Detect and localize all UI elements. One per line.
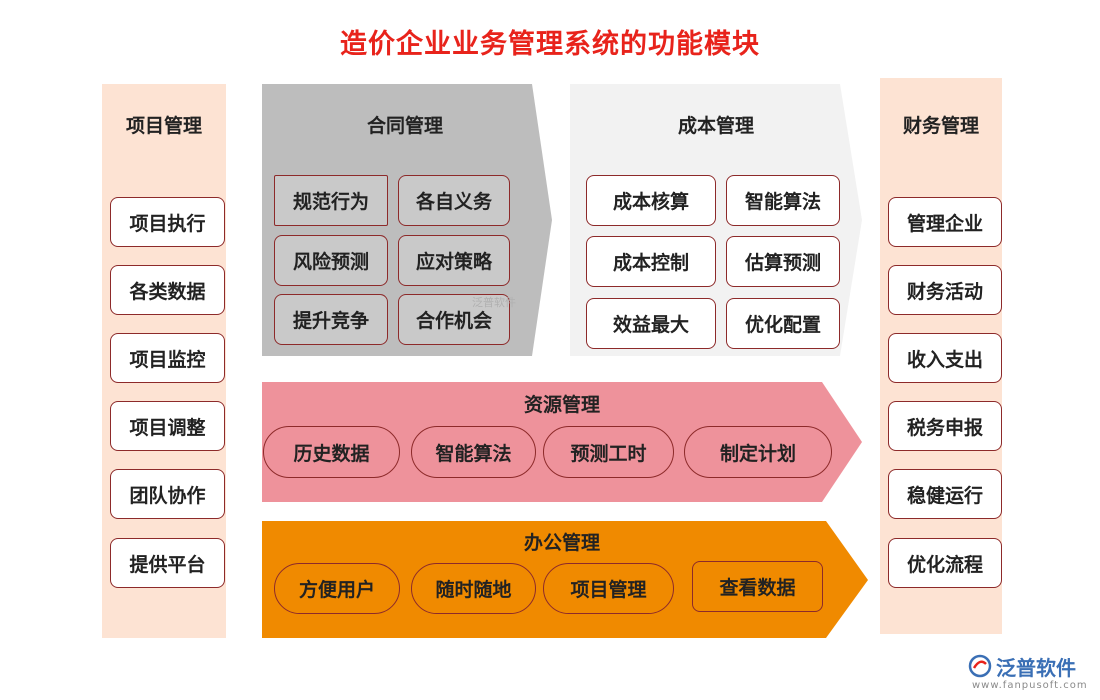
finance-management-header: 财务管理 xyxy=(902,115,979,137)
cost-item-4: 估算预测 xyxy=(726,236,840,287)
brand-logo-url: www.fanpusoft.com xyxy=(972,680,1088,691)
project-item-5: 团队协作 xyxy=(110,469,225,519)
brand-logo-name: 泛普软件 xyxy=(996,656,1076,680)
cost-item-3: 成本控制 xyxy=(586,236,716,287)
resource-management-header: 资源管理 xyxy=(523,394,600,416)
contract-management-header: 合同管理 xyxy=(366,115,443,137)
office-item-2: 随时随地 xyxy=(411,563,536,614)
contract-item-6: 合作机会 xyxy=(398,294,510,345)
project-item-4: 项目调整 xyxy=(110,401,225,451)
cost-arrow-shape xyxy=(570,84,862,356)
watermark: 泛普软件 xyxy=(472,296,516,309)
resource-item-2: 智能算法 xyxy=(411,426,536,478)
contract-item-1: 规范行为 xyxy=(274,175,388,226)
cost-item-5: 效益最大 xyxy=(586,298,716,349)
finance-item-2: 财务活动 xyxy=(888,265,1002,315)
finance-item-3: 收入支出 xyxy=(888,333,1002,383)
project-item-2: 各类数据 xyxy=(110,265,225,315)
office-item-3: 项目管理 xyxy=(543,563,674,614)
resource-item-3: 预测工时 xyxy=(543,426,674,478)
contract-item-3: 风险预测 xyxy=(274,235,388,286)
page-title: 造价企业业务管理系统的功能模块 xyxy=(340,29,760,60)
office-management-header: 办公管理 xyxy=(523,532,600,554)
resource-item-1: 历史数据 xyxy=(263,426,400,478)
contract-item-2: 各自义务 xyxy=(398,175,510,226)
cost-item-2: 智能算法 xyxy=(726,175,840,226)
project-item-6: 提供平台 xyxy=(110,538,225,588)
office-item-1: 方便用户 xyxy=(274,563,400,614)
finance-item-4: 税务申报 xyxy=(888,401,1002,451)
project-item-1: 项目执行 xyxy=(110,197,225,247)
project-item-3: 项目监控 xyxy=(110,333,225,383)
finance-item-1: 管理企业 xyxy=(888,197,1002,247)
contract-item-5: 提升竞争 xyxy=(274,294,388,345)
project-management-header: 项目管理 xyxy=(125,115,202,137)
brand-logo-icon xyxy=(968,654,992,678)
cost-management-header: 成本管理 xyxy=(677,115,754,137)
office-item-4: 查看数据 xyxy=(692,561,823,612)
resource-item-4: 制定计划 xyxy=(684,426,832,478)
brand-logo: 泛普软件 www.fanpusoft.com xyxy=(968,652,1096,696)
finance-item-6: 优化流程 xyxy=(888,538,1002,588)
finance-item-5: 稳健运行 xyxy=(888,469,1002,519)
contract-item-4: 应对策略 xyxy=(398,235,510,286)
cost-item-6: 优化配置 xyxy=(726,298,840,349)
cost-item-1: 成本核算 xyxy=(586,175,716,226)
